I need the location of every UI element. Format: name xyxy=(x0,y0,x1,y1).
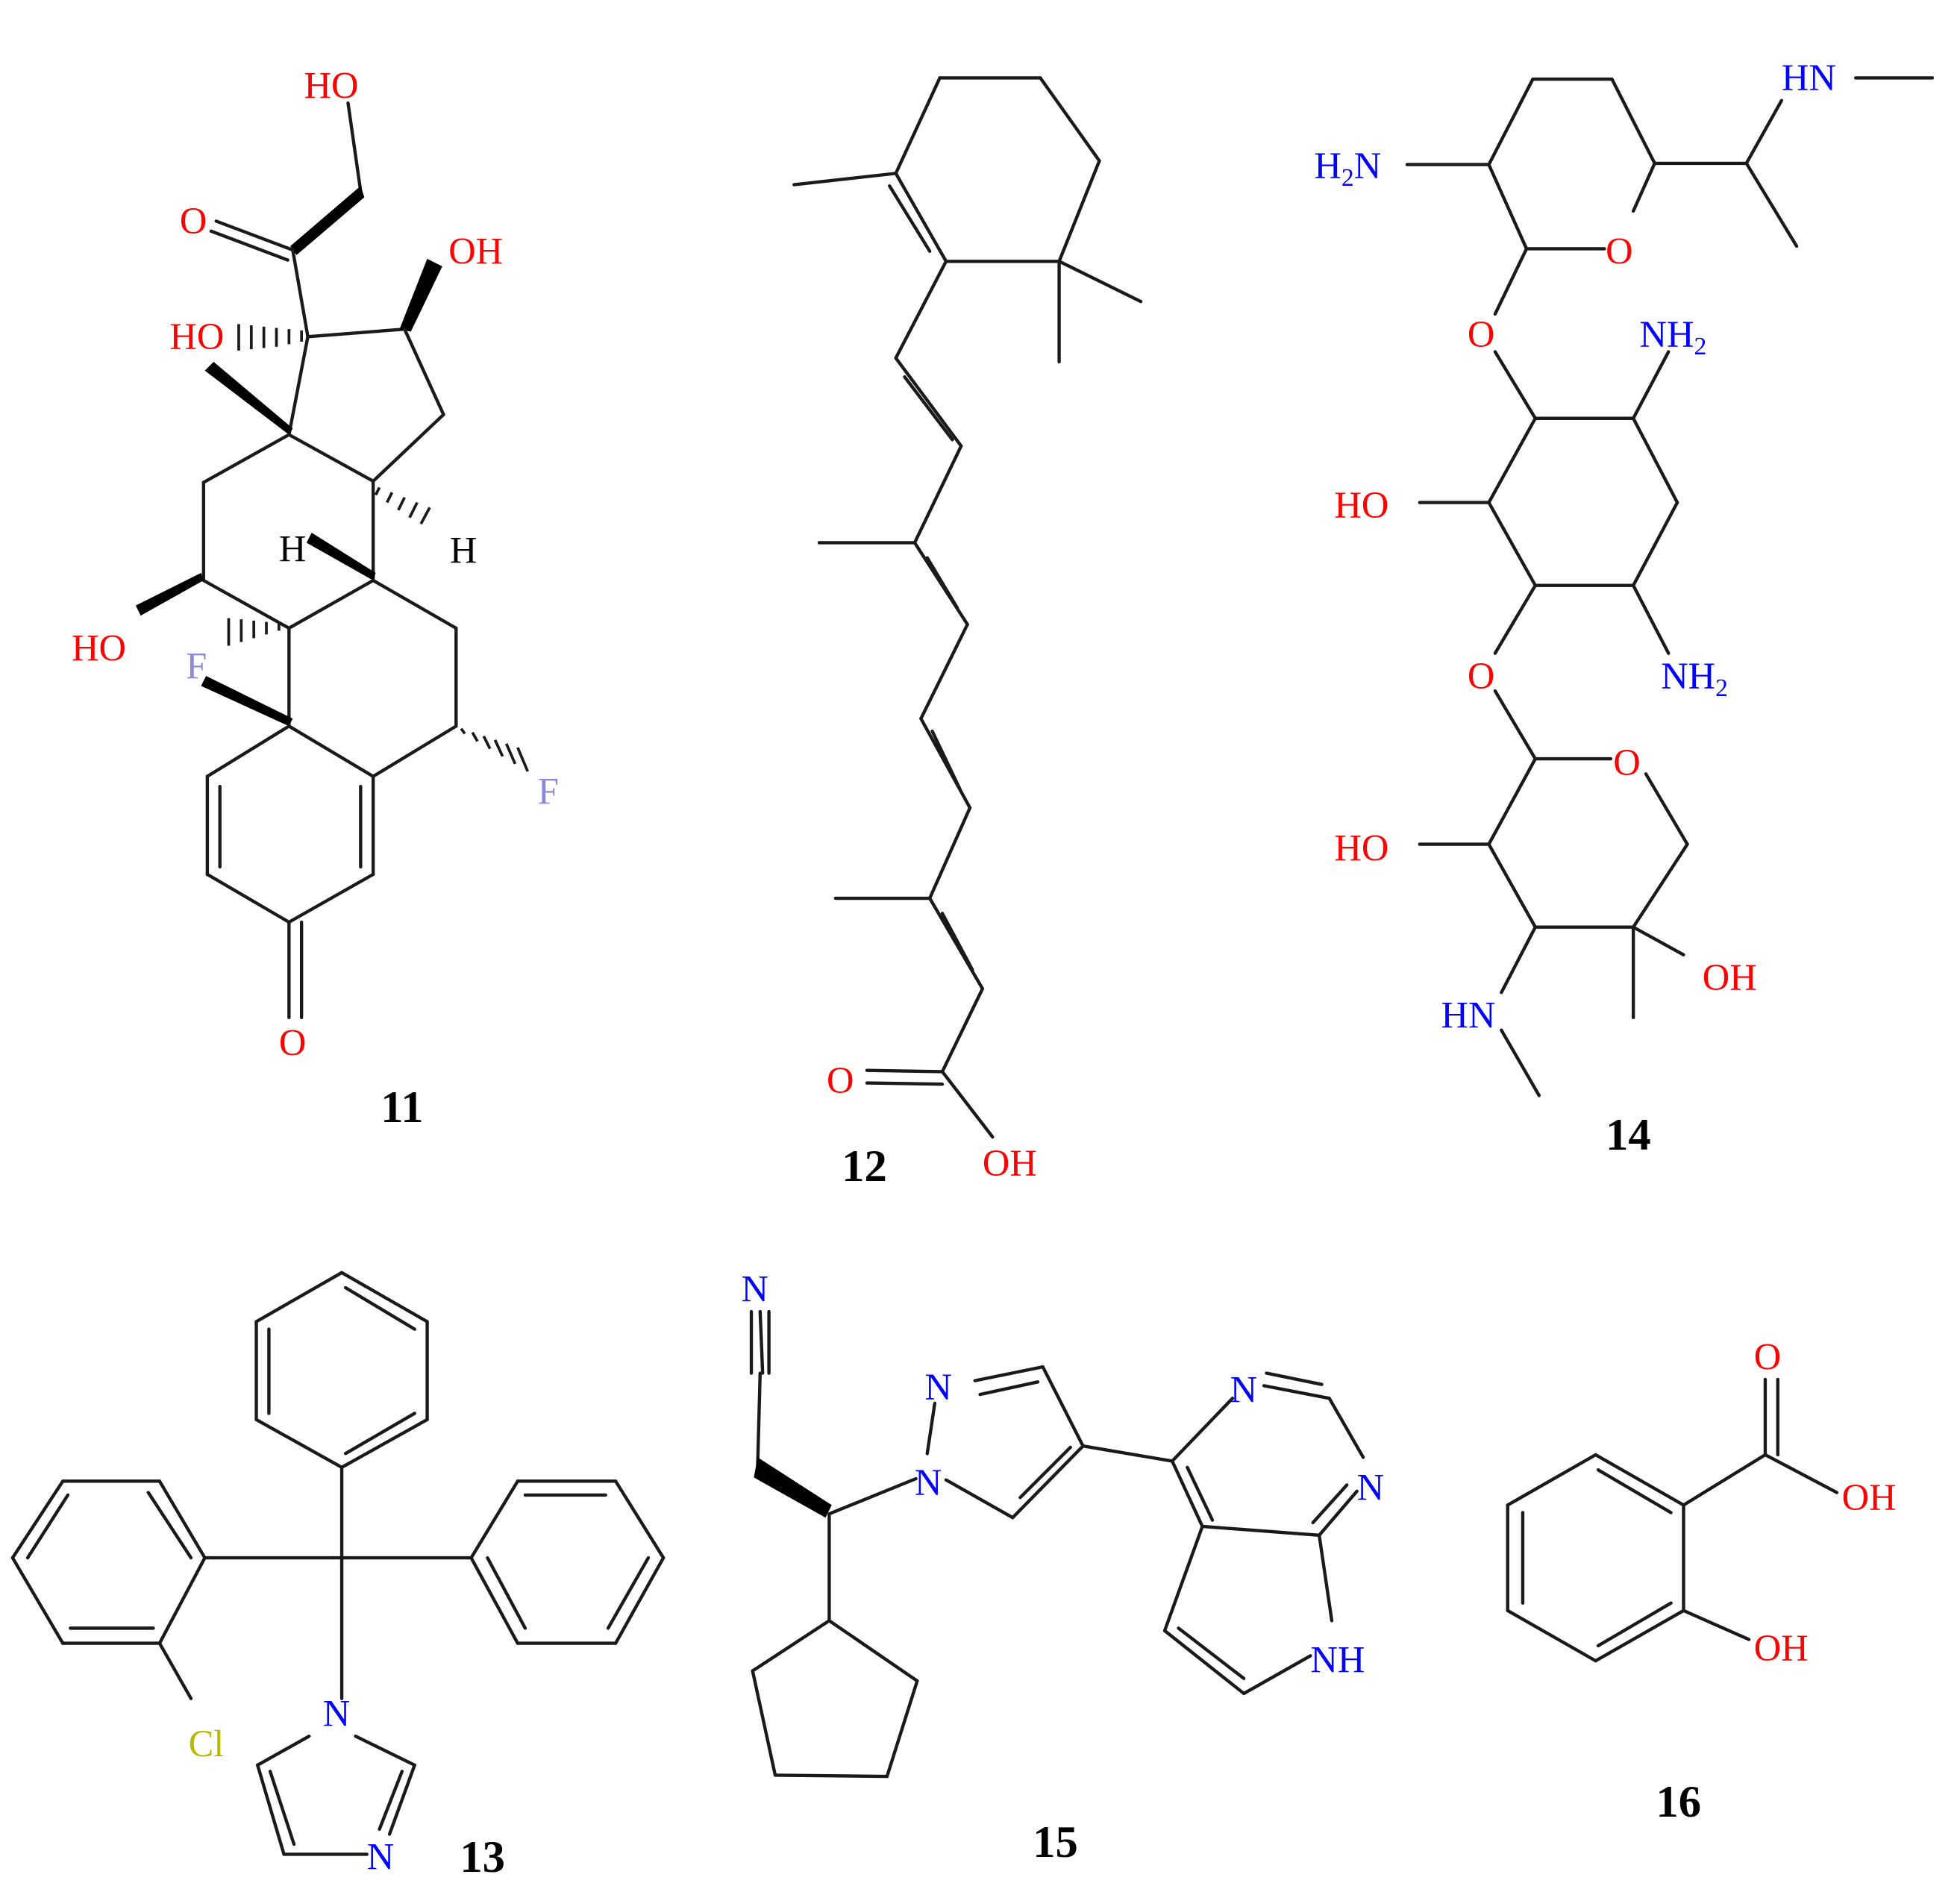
atom-label: HN xyxy=(1782,57,1836,98)
compound-number-12: 12 xyxy=(842,1141,887,1191)
compound-11: HO O OH HO H H HO F F O 11 xyxy=(72,64,559,1132)
compound-number-16: 16 xyxy=(1656,1777,1701,1827)
atom-label: NH2 xyxy=(1640,313,1707,360)
atom-label: OH xyxy=(1842,1476,1897,1518)
atom-label: O xyxy=(180,200,207,242)
atom-label: N xyxy=(1230,1368,1257,1410)
atom-label: HN xyxy=(1441,994,1496,1036)
compound-number-15: 15 xyxy=(1033,1817,1078,1867)
atom-label: F xyxy=(186,645,207,686)
atom-label: HO xyxy=(72,627,126,669)
compound-14: HN H2N O O NH2 HO O NH2 O HO OH HN 14 xyxy=(1314,57,1935,1160)
atom-label: OH xyxy=(1703,956,1757,998)
atom-label: H2N xyxy=(1314,145,1381,192)
atom-label: HO xyxy=(1334,827,1388,868)
atom-label: N xyxy=(924,1366,951,1408)
atom-label: OH xyxy=(983,1142,1037,1184)
atom-label: N xyxy=(915,1462,942,1503)
atom-label: F xyxy=(538,771,559,812)
compound-12: O OH 12 xyxy=(792,76,1143,1191)
atom-label: Cl xyxy=(189,1723,225,1764)
atom-label: N xyxy=(323,1693,350,1735)
atom-label: N xyxy=(1357,1467,1384,1509)
atom-label: O xyxy=(1606,231,1632,272)
atom-label: H xyxy=(279,528,306,570)
atom-label: O xyxy=(1468,655,1494,697)
atom-label: OH xyxy=(1754,1627,1809,1669)
compound-16: O OH OH 16 xyxy=(1506,1335,1897,1827)
atom-label: O xyxy=(1613,742,1640,783)
atom-label: NH xyxy=(1310,1638,1365,1680)
atom-label: O xyxy=(279,1022,306,1064)
atom-label: O xyxy=(827,1059,854,1101)
compound-number-14: 14 xyxy=(1606,1110,1651,1160)
atom-label: HO xyxy=(169,316,224,357)
compound-13: N Cl N 13 xyxy=(10,1271,666,1882)
compound-15: N N N N N NH 15 xyxy=(742,1268,1385,1867)
atom-label: HO xyxy=(1334,484,1388,526)
atom-label: O xyxy=(1754,1335,1781,1377)
atom-label: OH xyxy=(448,231,503,272)
compound-number-11: 11 xyxy=(381,1083,423,1133)
atom-label: NH2 xyxy=(1661,655,1728,702)
compound-number-13: 13 xyxy=(460,1832,505,1882)
atom-label: N xyxy=(367,1836,394,1878)
atom-label: HO xyxy=(304,64,359,106)
atom-label: O xyxy=(1468,313,1494,355)
atom-label: H xyxy=(450,529,477,571)
atom-label: N xyxy=(742,1268,768,1310)
